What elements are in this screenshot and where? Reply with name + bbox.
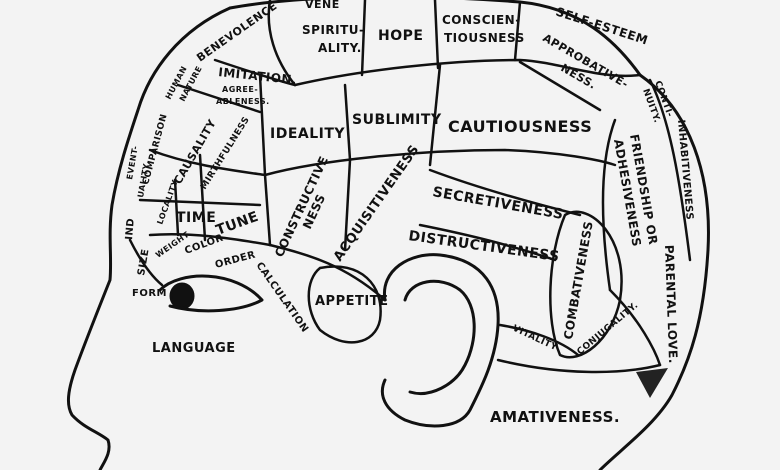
ear-outer <box>380 253 500 428</box>
eye-iris <box>169 282 195 310</box>
label-sublimity: SUBLIMITY <box>352 112 442 128</box>
label-eventuality-1: EVENT- <box>125 145 140 180</box>
label-appetite: APPETITE <box>315 294 388 309</box>
label-secretiveness: SECRETIVENESS <box>431 184 565 223</box>
label-inhabitiveness: INHABITIVENESS <box>675 119 695 220</box>
label-size: SIZE <box>136 248 152 277</box>
label-conscientiousness-2: TIOUSNESS <box>444 31 525 45</box>
label-individuality: IND <box>124 217 137 240</box>
label-language: LANGUAGE <box>152 341 236 356</box>
label-agreeableness-2: ABLENESS. <box>216 97 270 106</box>
label-hope: HOPE <box>378 28 423 44</box>
label-calculation: CALCULATION <box>254 260 311 334</box>
skull-back-outline <box>598 73 710 470</box>
eye-outline <box>158 274 264 313</box>
label-combativeness: COMBATIVENESS <box>561 220 596 341</box>
dark-region-patch <box>636 368 668 398</box>
label-time: TIME <box>176 210 216 226</box>
skull-top-outline <box>228 0 642 77</box>
region-dividers <box>128 0 692 374</box>
label-conscientiousness-1: CONSCIEN- <box>442 13 521 27</box>
label-order: ORDER <box>214 250 257 271</box>
label-spirituality-2: ALITY. <box>318 41 362 55</box>
label-agreeableness-1: AGREE- <box>222 85 258 94</box>
label-vene: VENE <box>305 0 340 11</box>
label-parental-love: PARENTAL LOVE. <box>662 245 680 364</box>
label-conjugality: CONJUGALITY. <box>576 300 641 357</box>
ear-inner <box>403 279 476 395</box>
label-destructiveness: DISTRUCTIVENESS <box>407 228 560 265</box>
head-outline <box>66 6 232 470</box>
label-benevolence: BENEVOLENCE <box>194 0 279 64</box>
label-cautiousness: CAUTIOUSNESS <box>448 117 592 136</box>
label-form: FORM <box>132 288 167 299</box>
label-imitation: IMITATION. <box>218 65 298 87</box>
label-ideality: IDEALITY <box>270 126 345 142</box>
label-self-esteem: SELF-ESTEEM <box>554 5 650 48</box>
label-spirituality-1: SPIRITU- <box>302 23 365 37</box>
label-amativeness: AMATIVENESS. <box>490 408 620 426</box>
